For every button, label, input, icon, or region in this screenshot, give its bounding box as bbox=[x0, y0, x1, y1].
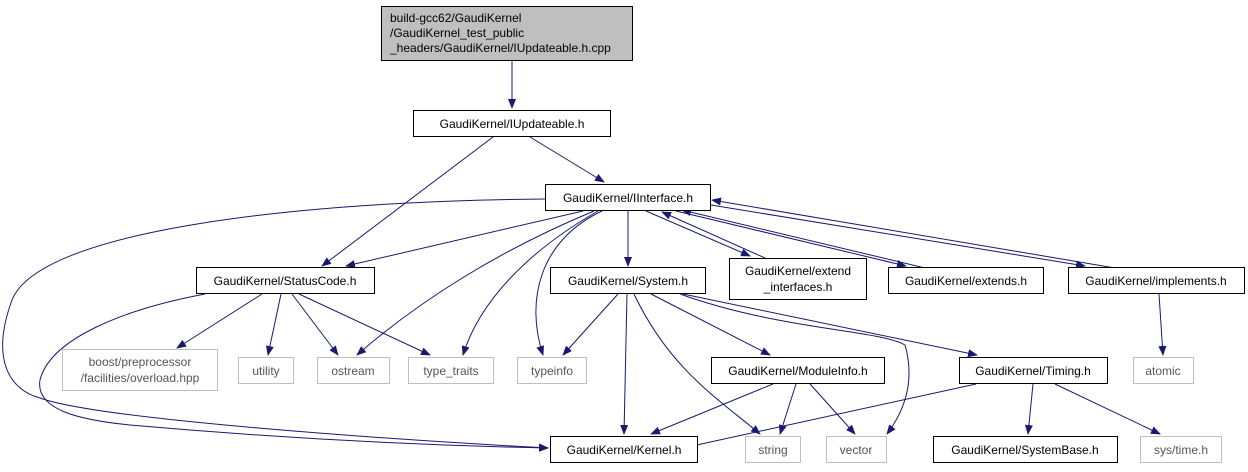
edge-timing-systembase bbox=[1024, 383, 1034, 435]
svg-text:GaudiKernel/System.h: GaudiKernel/System.h bbox=[568, 274, 688, 288]
node-implements[interactable]: GaudiKernel/implements.h bbox=[1068, 267, 1245, 294]
svg-text:utility: utility bbox=[252, 364, 279, 378]
svg-text:GaudiKernel/SystemBase.h: GaudiKernel/SystemBase.h bbox=[951, 443, 1098, 457]
edge-system-timing bbox=[682, 293, 978, 358]
edge-iinterface-type_traits bbox=[461, 210, 599, 356]
edge-system-string bbox=[633, 293, 761, 435]
edge-statuscode-ostream bbox=[291, 293, 339, 356]
edge-statuscode-kernel bbox=[39, 293, 549, 452]
node-vector: vector bbox=[826, 436, 887, 463]
edge-moduleinfo-kernel bbox=[650, 383, 774, 435]
edge-system-moduleinfo bbox=[650, 293, 771, 356]
edge-iinterface-kernel bbox=[2, 198, 549, 452]
edge-iinterface-statuscode bbox=[345, 210, 584, 268]
svg-text:_interfaces.h: _interfaces.h bbox=[763, 280, 833, 294]
edge-iinterface-ostream bbox=[356, 210, 595, 356]
svg-text:vector: vector bbox=[840, 443, 873, 457]
svg-text:boost/preprocessor: boost/preprocessor bbox=[89, 355, 192, 369]
node-systime: sys/time.h bbox=[1140, 436, 1222, 463]
svg-text:atomic: atomic bbox=[1145, 364, 1180, 378]
edge-system-typeinfo bbox=[562, 293, 619, 356]
svg-text:/GaudiKernel_test_public: /GaudiKernel_test_public bbox=[390, 26, 524, 40]
edge-iupdateable-statuscode bbox=[321, 136, 494, 267]
edge-implements-atomic bbox=[1158, 293, 1167, 356]
edge-extends-iinterface bbox=[681, 208, 926, 269]
svg-text:GaudiKernel/implements.h: GaudiKernel/implements.h bbox=[1085, 274, 1226, 288]
node-extend-interfaces[interactable]: GaudiKernel/extend _interfaces.h bbox=[729, 258, 867, 300]
svg-text:GaudiKernel/Timing.h: GaudiKernel/Timing.h bbox=[975, 364, 1091, 378]
edge-moduleinfo-vector bbox=[809, 383, 856, 435]
edge-statuscode-type_traits bbox=[298, 293, 431, 356]
node-moduleinfo[interactable]: GaudiKernel/ModuleInfo.h bbox=[711, 357, 885, 384]
node-atomic: atomic bbox=[1133, 357, 1194, 384]
edge-iupdateable-iinterface bbox=[529, 136, 605, 183]
edge-extend_interfaces-iinterface bbox=[661, 211, 766, 259]
node-extends[interactable]: GaudiKernel/extends.h bbox=[888, 267, 1044, 294]
node-typeinfo: typeinfo bbox=[517, 357, 587, 384]
edge-statuscode-boost bbox=[176, 293, 263, 349]
edge-implements-iinterface bbox=[711, 197, 1116, 269]
svg-text:GaudiKernel/Kernel.h: GaudiKernel/Kernel.h bbox=[567, 443, 682, 457]
edges bbox=[2, 61, 1167, 452]
edge-statuscode-utility bbox=[265, 293, 282, 356]
svg-text:GaudiKernel/extends.h: GaudiKernel/extends.h bbox=[905, 274, 1027, 288]
edge-timing-kernel bbox=[682, 383, 977, 450]
edge-system-vector bbox=[679, 293, 910, 435]
svg-text:string: string bbox=[758, 443, 787, 457]
edge-iinterface-implements bbox=[710, 204, 1086, 269]
node-type-traits: type_traits bbox=[408, 357, 494, 384]
node-systembase[interactable]: GaudiKernel/SystemBase.h bbox=[933, 436, 1118, 463]
node-iupdateable[interactable]: GaudiKernel/IUpdateable.h bbox=[413, 110, 611, 137]
svg-text:sys/time.h: sys/time.h bbox=[1154, 443, 1208, 457]
svg-text:typeinfo: typeinfo bbox=[531, 364, 573, 378]
svg-text:GaudiKernel/StatusCode.h: GaudiKernel/StatusCode.h bbox=[214, 274, 357, 288]
edge-timing-systime bbox=[1054, 383, 1161, 435]
svg-text:build-gcc62/GaudiKernel: build-gcc62/GaudiKernel bbox=[390, 11, 521, 25]
edge-iinterface-typeinfo bbox=[535, 210, 603, 356]
node-iinterface[interactable]: GaudiKernel/IInterface.h bbox=[545, 184, 711, 211]
node-root-file[interactable]: build-gcc62/GaudiKernel /GaudiKernel_tes… bbox=[381, 6, 633, 61]
node-utility: utility bbox=[238, 357, 294, 384]
node-string: string bbox=[745, 436, 801, 463]
node-kernel[interactable]: GaudiKernel/Kernel.h bbox=[550, 436, 698, 463]
nodes: build-gcc62/GaudiKernel /GaudiKernel_tes… bbox=[62, 6, 1245, 463]
svg-text:GaudiKernel/ModuleInfo.h: GaudiKernel/ModuleInfo.h bbox=[728, 364, 867, 378]
node-system[interactable]: GaudiKernel/System.h bbox=[550, 267, 706, 294]
svg-text:_headers/GaudiKernel/IUpdateab: _headers/GaudiKernel/IUpdateable.h.cpp bbox=[389, 41, 611, 55]
svg-text:GaudiKernel/extend: GaudiKernel/extend bbox=[745, 264, 851, 278]
edge-system-kernel bbox=[620, 293, 629, 435]
svg-text:type_traits: type_traits bbox=[423, 364, 478, 378]
node-timing[interactable]: GaudiKernel/Timing.h bbox=[959, 357, 1108, 384]
svg-text:/facilities/overload.hpp: /facilities/overload.hpp bbox=[81, 371, 200, 385]
svg-text:ostream: ostream bbox=[331, 364, 374, 378]
node-statuscode[interactable]: GaudiKernel/StatusCode.h bbox=[196, 267, 375, 294]
svg-text:GaudiKernel/IInterface.h: GaudiKernel/IInterface.h bbox=[563, 191, 693, 205]
edge-moduleinfo-string bbox=[778, 383, 797, 435]
node-ostream: ostream bbox=[317, 357, 390, 384]
svg-text:GaudiKernel/IUpdateable.h: GaudiKernel/IUpdateable.h bbox=[440, 117, 585, 131]
node-boost-overload: boost/preprocessor /facilities/overload.… bbox=[62, 349, 218, 391]
edge-iinterface-extend_interfaces bbox=[645, 210, 751, 257]
edge-iinterface-extends bbox=[675, 210, 907, 268]
